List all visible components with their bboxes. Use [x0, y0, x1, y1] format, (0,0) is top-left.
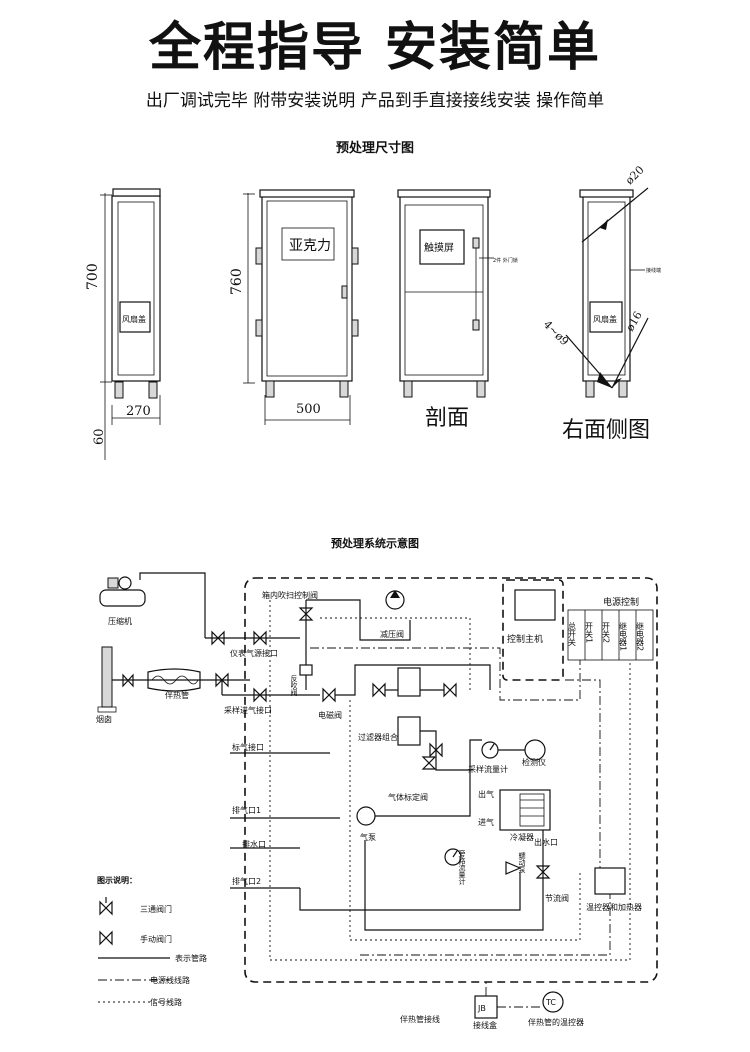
hero-title: 全程指导 安装简单: [148, 18, 602, 78]
touch-screen-label: 触摸屏: [424, 241, 454, 254]
gas-in-label: 进气: [478, 817, 494, 827]
legend-item-2: 表示管路: [175, 953, 207, 963]
condenser-label: 冷凝器: [510, 832, 534, 842]
power-col-2: 开关2: [602, 622, 611, 643]
power-col-0: 总开关: [568, 621, 577, 647]
bypass-flow-label: 旁路流量计: [458, 849, 466, 886]
system-schematic: 控制主机 电源控制 总开关 开关1 开关2 继电器1 继电器2 压缩机 仪表气源…: [96, 572, 658, 1030]
compressor-label: 压缩机: [108, 616, 132, 626]
dim-height-700: 700: [85, 263, 101, 290]
exhaust2-label: 排气口2: [232, 876, 261, 886]
pipe-dia-9: 4~ø9: [541, 318, 571, 348]
water-label: 排水口: [242, 839, 266, 849]
system-heading: 预处理系统示意图: [331, 537, 419, 550]
power-col-3: 继电器1: [619, 621, 628, 651]
gas-pump-label: 气泵: [360, 832, 376, 842]
cabinet-section-view: 触摸屏 2件 外门锁 剖面: [397, 189, 518, 431]
dimension-heading: 预处理尺寸图: [335, 141, 414, 156]
power-col-4: 继电器2: [636, 621, 645, 651]
three-way-valve-icon: [99, 900, 113, 916]
power-control-label: 电源控制: [603, 596, 639, 608]
door-acrylic-label: 亚克力: [289, 238, 331, 254]
legend-item-4: 信号线路: [150, 997, 182, 1007]
instrument-air-label: 仪表气源接口: [230, 648, 278, 658]
throttle-label: 节流阀: [545, 893, 569, 903]
legend-item-1: 手动阀门: [140, 934, 172, 944]
manual-valve-icon: [99, 930, 113, 946]
dim-width-500: 500: [296, 402, 321, 417]
heat-pipe-label: 伴热管: [165, 690, 189, 700]
gas-out-label: 出气: [478, 789, 494, 799]
fan-cover-label-side: 风扇盖: [593, 314, 617, 324]
tc-label: TC: [545, 998, 556, 1007]
legend: 图示说明： 三通阀门 手动阀门 表示管路 电源线线路 信号线路: [97, 875, 207, 1007]
water-out-label: 出水口: [534, 837, 558, 847]
side-tag-label: 接线端: [646, 267, 661, 274]
door-lock-label: 2件 外门锁: [493, 257, 518, 264]
purge-valve-label: 箱内吹扫控制阀: [262, 590, 318, 600]
cal-valve-label: 气体标定阀: [388, 792, 428, 802]
temp-heater-label: 温控器和加热器: [586, 902, 642, 912]
junction-box-label: 接线盒: [473, 1020, 497, 1030]
legend-title: 图示说明：: [97, 875, 137, 885]
analyzer-label: 检测仪: [522, 757, 546, 767]
filter-label: 过滤器组合: [358, 732, 398, 742]
dim-feet-60: 60: [92, 428, 107, 445]
pipe-dia-20: ø20: [623, 163, 647, 187]
jb-label: JB: [477, 1004, 486, 1013]
power-col-1: 开关1: [585, 622, 594, 643]
blowback-label: 反吹阀: [290, 674, 298, 697]
pressure-reducer-label: 减压阀: [380, 629, 404, 639]
hero-subtitle: 出厂调试完毕 附带安装说明 产品到手直接接线安装 操作简单: [145, 91, 605, 111]
cabinet-door-view: 760 亚克力 500: [229, 189, 359, 425]
chimney-label: 烟囱: [96, 714, 112, 724]
cabinet-front-view: 700 60 270 风扇盖: [85, 188, 161, 460]
peristaltic-label: 蠕动泵: [518, 851, 526, 873]
sample-flow-label: 采样流量计: [468, 764, 508, 774]
dim-height-760: 760: [229, 268, 245, 295]
heat-pipe-wiring-label: 伴热管接线: [400, 1014, 440, 1024]
legend-item-0: 三通阀门: [140, 904, 172, 914]
right-side-label: 右面侧图: [562, 418, 650, 443]
cabinet-right-side-view: 风扇盖 接线端 ø20 4~ø9 ø16 右面侧图: [541, 163, 661, 443]
heat-pipe-temp-label: 伴热管的温控器: [528, 1017, 584, 1027]
exhaust1-label: 排气口1: [232, 805, 261, 815]
legend-item-3: 电源线线路: [150, 975, 190, 985]
controller-label: 控制主机: [507, 633, 543, 645]
fan-cover-label-front: 风扇盖: [122, 314, 146, 324]
standard-gas-label: 标气接口: [232, 742, 264, 752]
dim-width-270: 270: [126, 404, 151, 419]
sample-inlet-label: 采样进气接口: [224, 705, 272, 715]
solenoid-label: 电磁阀: [318, 710, 342, 720]
section-label: 剖面: [425, 406, 469, 431]
